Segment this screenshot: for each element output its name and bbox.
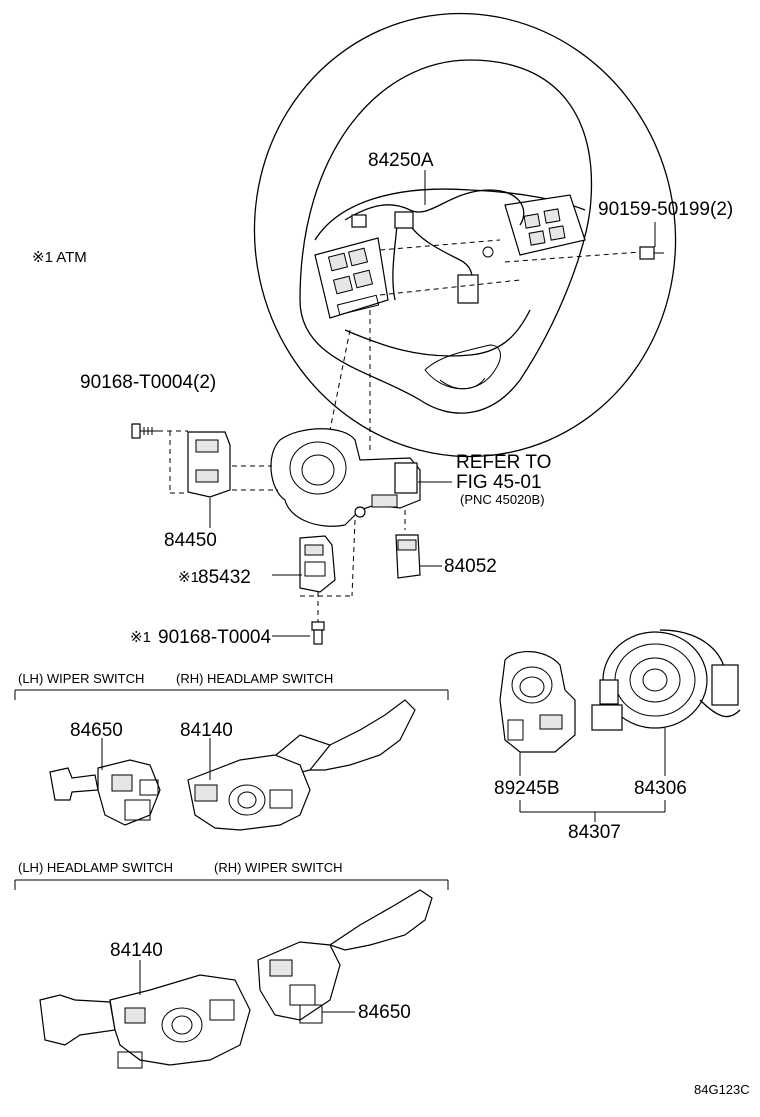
part-84052-label[interactable]: 84052	[444, 556, 497, 577]
part-84650-b-label[interactable]: 84650	[358, 1002, 411, 1023]
refer-to-line2[interactable]: FIG 45-01	[456, 472, 542, 493]
part-84140-b-label[interactable]: 84140	[110, 940, 163, 961]
section1-right-title: (RH) HEADLAMP SWITCH	[176, 671, 333, 686]
section2-right-title: (RH) WIPER SWITCH	[214, 860, 343, 875]
screw-90168-icon[interactable]	[131, 423, 158, 439]
part-84306-label[interactable]: 84306	[634, 778, 687, 799]
section2-left-title: (LH) HEADLAMP SWITCH	[18, 860, 173, 875]
atm-note: ※1 ATM	[32, 249, 87, 266]
part-85432-mark: ※1	[178, 569, 199, 586]
steering-wheel[interactable]	[213, 0, 716, 496]
part-90168-2-label[interactable]: 90168-T0004(2)	[80, 372, 216, 393]
part-85432-label[interactable]: 85432	[198, 567, 251, 588]
part-84250A-label[interactable]: 84250A	[368, 150, 434, 171]
column-switch-body[interactable]	[270, 428, 421, 527]
spiral-cable-84306[interactable]	[591, 629, 741, 731]
part-84650-a-label[interactable]: 84650	[70, 720, 123, 741]
wiper-switch-84650-b[interactable]	[257, 889, 433, 1024]
part-84052[interactable]	[395, 534, 421, 579]
refer-to-line3: (PNC 45020B)	[460, 492, 545, 507]
headlamp-switch-84140-a[interactable]	[187, 699, 416, 831]
part-85432[interactable]	[299, 535, 336, 593]
part-90168-mark: ※1	[130, 629, 151, 646]
sensor-84450[interactable]	[187, 431, 231, 498]
figure-code: 84G123C	[694, 1082, 750, 1097]
screw-90168-single-icon[interactable]	[311, 621, 325, 645]
headlamp-switch-84140-b[interactable]	[39, 974, 251, 1069]
part-90168-label[interactable]: 90168-T0004	[158, 627, 271, 648]
bolt-90159-icon[interactable]	[639, 222, 664, 260]
part-90159-label[interactable]: 90159-50199(2)	[598, 199, 733, 220]
section1-left-title: (LH) WIPER SWITCH	[18, 671, 144, 686]
part-84140-a-label[interactable]: 84140	[180, 720, 233, 741]
part-84450-label[interactable]: 84450	[164, 530, 217, 551]
refer-to-line1: REFER TO	[456, 452, 551, 473]
part-89245B-label[interactable]: 89245B	[494, 778, 560, 799]
sensor-89245B[interactable]	[499, 650, 576, 753]
part-84307-label[interactable]: 84307	[568, 822, 621, 843]
wiper-switch-84650-a[interactable]	[49, 759, 161, 826]
